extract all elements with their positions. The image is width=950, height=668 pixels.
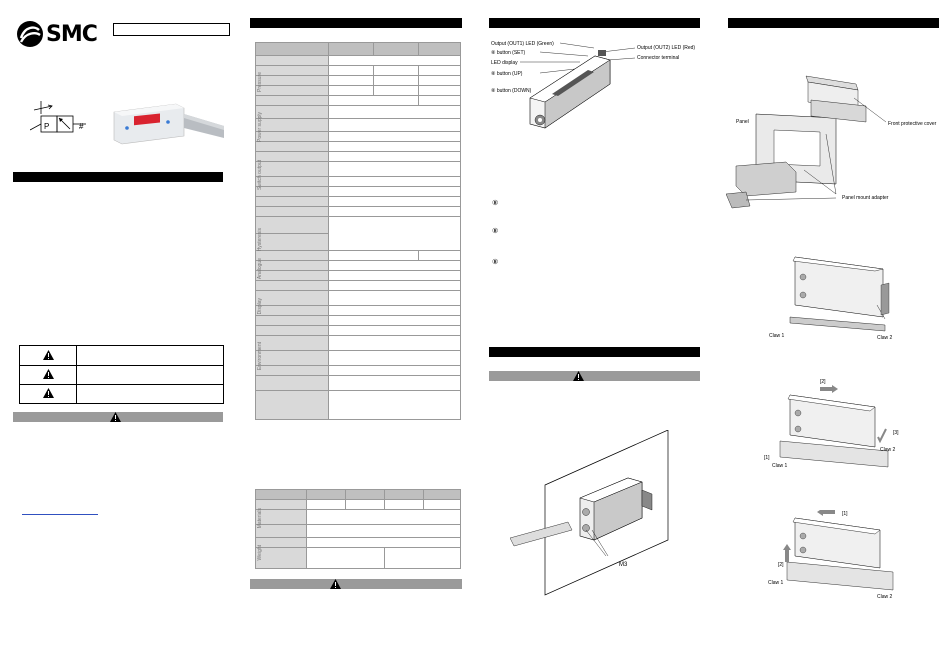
section-header-bar-4 bbox=[728, 18, 939, 28]
warning-icon bbox=[43, 369, 54, 379]
pressure-switch-symbol: P # bbox=[30, 101, 86, 133]
smc-logo-mark-icon bbox=[17, 21, 43, 47]
label-claw2-b: Claw 2 bbox=[880, 447, 896, 453]
section-header-bar-3 bbox=[489, 18, 700, 28]
label-claw2-c: Claw 2 bbox=[877, 594, 893, 600]
panel-mount-step2-drawing bbox=[779, 385, 889, 468]
safety-table bbox=[19, 345, 224, 404]
callout-set-button: ⑧ button (SET) bbox=[491, 50, 526, 56]
label-claw1-a: Claw 1 bbox=[769, 333, 785, 339]
warning-triangle-icon bbox=[330, 579, 341, 589]
label-step2-a: [2] bbox=[820, 379, 826, 385]
panel-mount-exploded-drawing bbox=[726, 75, 887, 209]
spec-group-environment: Environment bbox=[257, 342, 263, 371]
brand-name: SMC bbox=[46, 22, 98, 47]
device-parts-drawing bbox=[520, 42, 636, 129]
symbol-p: P bbox=[44, 122, 49, 131]
label-step1-b: [1] bbox=[842, 511, 848, 517]
mounting-warning-bar bbox=[489, 371, 700, 381]
label-panel-mount-adapter: Panel mount adapter bbox=[842, 195, 889, 201]
spec-group-analogue: Analogue bbox=[257, 258, 263, 280]
spec-group-switch-output: Switch output bbox=[257, 160, 263, 191]
label-claw1-b: Claw 1 bbox=[772, 463, 788, 469]
panel-mount-step3-drawing bbox=[783, 510, 894, 591]
label-step3-a: [3] bbox=[893, 430, 899, 436]
callout-down-button: ⑧ button (DOWN) bbox=[491, 88, 532, 94]
section-header-bar bbox=[13, 172, 223, 182]
spec-group-pressure: Pressure bbox=[257, 72, 263, 93]
warning-triangle-icon bbox=[110, 412, 121, 422]
bullet-down: ⑧ bbox=[492, 259, 499, 266]
product-photo bbox=[113, 103, 224, 145]
web-link[interactable] bbox=[22, 514, 98, 515]
callout-connector: Connector terminal bbox=[637, 55, 680, 61]
label-claw1-c: Claw 1 bbox=[768, 580, 784, 586]
materials-table bbox=[255, 489, 461, 569]
spec-group-hysteresis: Hysteresis bbox=[257, 228, 263, 252]
callout-out1-led: Output (OUT1) LED (Green) bbox=[491, 41, 554, 47]
mounting-header-bar bbox=[489, 347, 700, 357]
warning-bar bbox=[13, 412, 223, 422]
label-step1-a: [1] bbox=[764, 455, 770, 461]
warning-triangle-icon bbox=[573, 371, 584, 381]
caution-icon bbox=[43, 388, 54, 398]
table-group-weight: Weight bbox=[257, 545, 263, 561]
danger-warning-icon bbox=[43, 350, 54, 360]
callout-up-button: ⑧ button (UP) bbox=[491, 71, 523, 77]
bullet-set: ⑧ bbox=[492, 200, 499, 207]
spec-table bbox=[255, 42, 461, 420]
label-claw2-a: Claw 2 bbox=[877, 335, 893, 341]
label-panel: Panel bbox=[736, 119, 749, 125]
panel-mount-step1-drawing bbox=[789, 256, 890, 332]
callout-led-display: LED display bbox=[491, 60, 518, 66]
table-group-materials: Materials bbox=[257, 508, 263, 529]
spec-header-bar bbox=[250, 18, 462, 28]
label-step2-b: [2] bbox=[778, 562, 784, 568]
label-front-cover: Front protective cover bbox=[888, 121, 937, 127]
bullet-up: ⑧ bbox=[492, 228, 499, 235]
callout-out2-led: Output (OUT2) LED (Red) bbox=[637, 45, 696, 51]
symbol-hash: # bbox=[79, 122, 84, 131]
smc-logo: SMC bbox=[16, 20, 106, 50]
wall-mount-drawing bbox=[510, 430, 669, 596]
spec-group-power-supply: Power supply bbox=[257, 112, 263, 143]
spec-group-display: Display bbox=[257, 298, 263, 315]
set-button-icon: ⑧ bbox=[491, 50, 497, 56]
warning-bar-2 bbox=[250, 579, 462, 589]
up-button-icon: ⑧ bbox=[491, 71, 497, 77]
down-button-icon: ⑧ bbox=[491, 88, 497, 94]
model-box bbox=[113, 23, 230, 36]
screw-label: M3 bbox=[619, 562, 628, 568]
